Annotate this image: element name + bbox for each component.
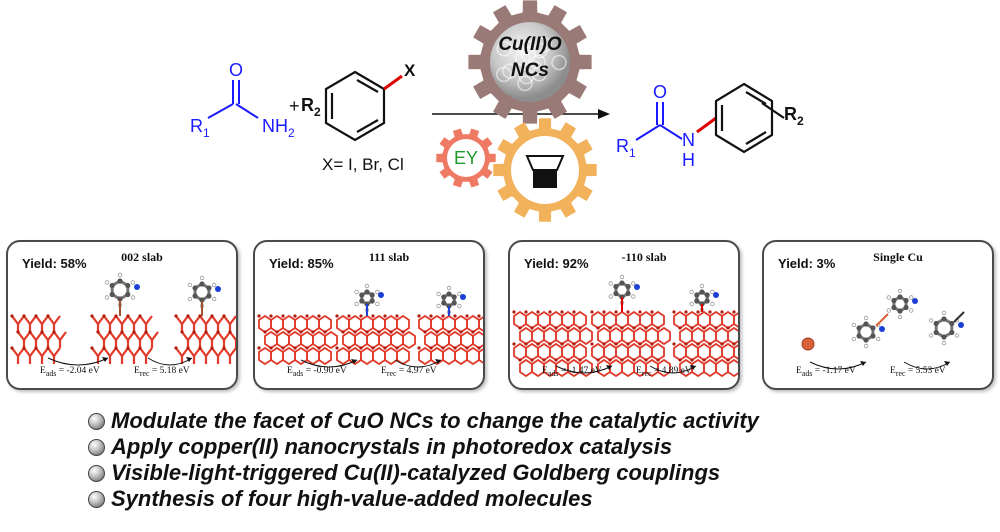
panel-facet-label: Single Cu bbox=[873, 250, 923, 264]
product-r1: R1 bbox=[616, 136, 636, 160]
reaction-energy: Erec = 4.97 eV bbox=[381, 366, 437, 378]
eosin-y-label: EY bbox=[454, 148, 478, 168]
dft-panel-single-cu: Yield: 3% Single Cu Eads = -1.17 eV Erec… bbox=[762, 240, 994, 390]
highlight-item: Modulate the facet of CuO NCs to change … bbox=[88, 408, 759, 434]
adsorption-energy: Eads = -2.04 eV bbox=[40, 366, 100, 378]
amide-r1: R1 bbox=[190, 116, 210, 140]
slab-002-illustration bbox=[10, 272, 236, 366]
n-aryl-bond bbox=[696, 116, 717, 134]
dft-panel-002-slab: Yield: 58% 002 slab Eads = -2.04 eV Erec… bbox=[6, 240, 238, 390]
reaction-energy: Erec = 5.18 eV bbox=[134, 366, 190, 378]
carbon-halogen-bond bbox=[383, 74, 403, 91]
product-aryl-ring bbox=[714, 82, 785, 154]
slab-110-illustration bbox=[512, 274, 738, 378]
catalyst-label-line2: NCs bbox=[511, 60, 549, 81]
panel-yield: Yield: 92% bbox=[524, 256, 589, 271]
amide-reactant bbox=[207, 80, 259, 119]
adsorption-energy: Eads = -0.90 eV bbox=[287, 366, 347, 378]
product-nitrogen: N bbox=[682, 130, 695, 150]
halide-x: X bbox=[404, 61, 416, 80]
reaction-energy: Erec = 4.89 eV bbox=[636, 366, 692, 378]
halide-scope: X= I, Br, Cl bbox=[322, 155, 404, 174]
adsorption-energy: Eads = -1.47 eV bbox=[542, 366, 602, 378]
amide-nh2: NH2 bbox=[262, 116, 295, 140]
product-hydrogen: H bbox=[682, 150, 695, 170]
highlight-item: Apply copper(II) nanocrystals in photore… bbox=[88, 434, 759, 460]
bullet-sphere-icon bbox=[88, 438, 105, 456]
bullet-sphere-icon bbox=[88, 412, 105, 430]
panel-yield: Yield: 3% bbox=[778, 256, 836, 271]
catalyst-label-line1: Cu(II)O bbox=[498, 34, 562, 55]
adsorption-energy: Eads = -1.17 eV bbox=[796, 366, 856, 378]
product-amide-part bbox=[635, 102, 683, 141]
highlights-list: Modulate the facet of CuO NCs to change … bbox=[88, 408, 759, 512]
highlight-item: Visible-light-triggered Cu(II)-catalyzed… bbox=[88, 460, 759, 486]
panel-yield: Yield: 58% bbox=[22, 256, 87, 271]
product-r2: R2 bbox=[784, 104, 804, 128]
highlight-item: Synthesis of four high-value-added molec… bbox=[88, 486, 759, 512]
plus-sign: + bbox=[289, 96, 300, 116]
single-cu-illustration bbox=[801, 288, 965, 370]
aryl-halide-ring bbox=[324, 70, 386, 142]
eosin-y-gear bbox=[436, 128, 496, 188]
panel-facet-label: 111 slab bbox=[368, 250, 410, 264]
reaction-scheme: R1 O NH2 + X R2 X= I, Br, Cl Cu(II)O NCs… bbox=[190, 0, 804, 222]
dft-panel-111-slab: Yield: 85% 111 slab Eads = -0.90 eV Erec… bbox=[253, 240, 485, 390]
lamp-icon bbox=[525, 155, 565, 188]
reaction-arrow bbox=[432, 109, 610, 119]
reaction-energy: Erec = 5.53 eV bbox=[890, 366, 946, 378]
cuo-catalyst-gear bbox=[468, 0, 592, 124]
product-oxygen: O bbox=[653, 82, 667, 102]
bullet-sphere-icon bbox=[88, 490, 105, 508]
panel-facet-label: -110 slab bbox=[621, 250, 667, 264]
aryl-r2: R2 bbox=[301, 95, 321, 119]
dft-panel-110-slab: Yield: 92% -110 slab Eads = -1.47 eV Ere… bbox=[508, 240, 740, 390]
slab-111-illustration bbox=[257, 283, 483, 368]
panel-facet-label: 002 slab bbox=[121, 250, 163, 264]
bullet-sphere-icon bbox=[88, 464, 105, 482]
amide-oxygen: O bbox=[229, 60, 243, 80]
panel-yield: Yield: 85% bbox=[269, 256, 334, 271]
